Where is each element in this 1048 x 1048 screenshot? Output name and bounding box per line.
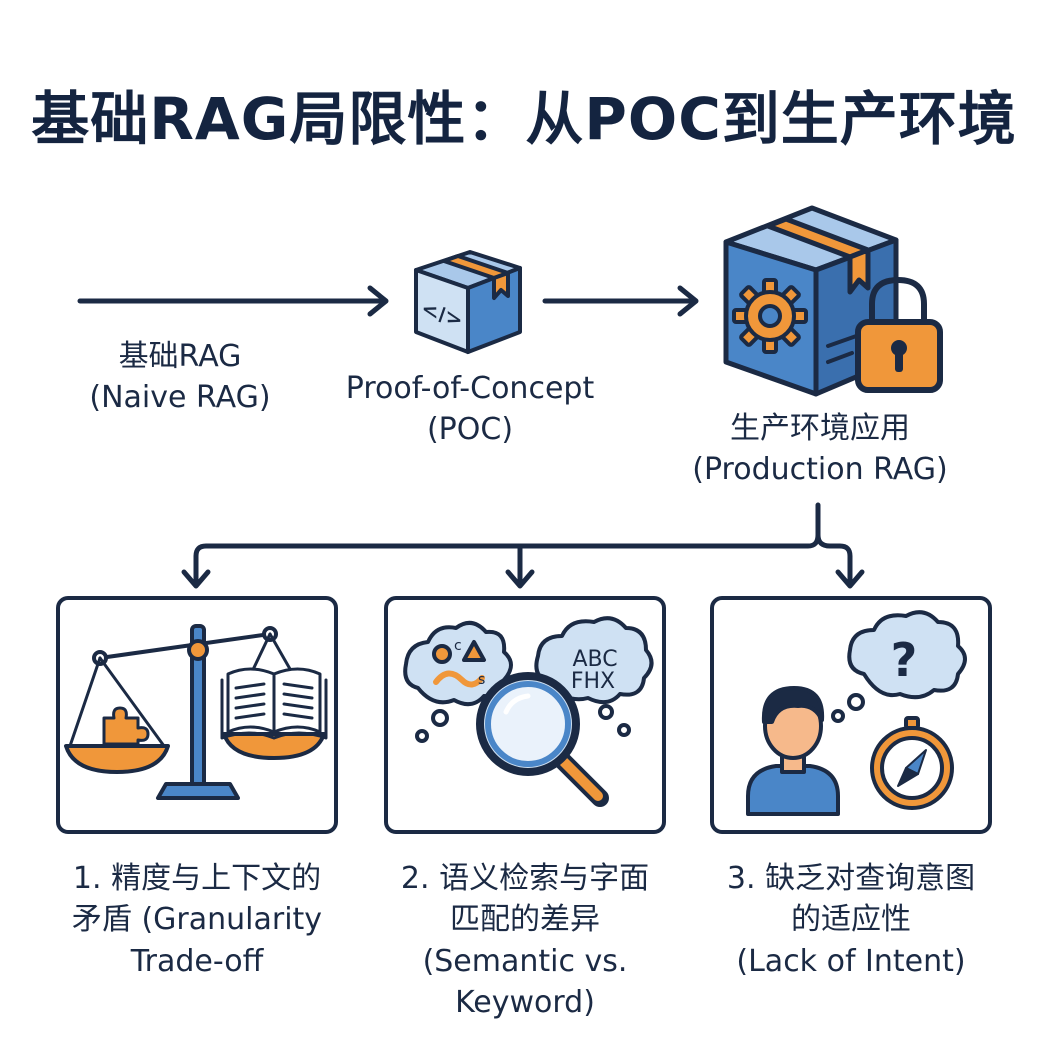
stage-poc-label: Proof-of-Concept (POC)	[320, 368, 620, 451]
production-box-icon	[723, 205, 943, 397]
panel-intent: ?	[710, 596, 992, 834]
caption-granularity: 1. 精度与上下文的 矛盾 (Granularity Trade-off	[71, 861, 323, 979]
arrow-head-left	[181, 569, 211, 589]
arrow-head-2	[677, 285, 699, 317]
gear-icon	[732, 278, 808, 354]
person-icon	[746, 686, 840, 816]
caption-semantic: 2. 语义检索与字面 匹配的差异 (Semantic vs. Keyword)	[400, 861, 650, 1021]
panel-granularity	[56, 596, 338, 834]
stage-poc-abbr: (POC)	[426, 412, 514, 448]
magnifying-glass-icon	[476, 672, 609, 807]
stage-naive-en: (Naive RAG)	[89, 380, 271, 416]
branch-down-3	[815, 532, 853, 587]
arrow-head-right	[835, 569, 865, 589]
poc-box-icon: </>	[414, 250, 522, 354]
thought-cloud-right	[534, 616, 654, 705]
padlock-icon	[855, 277, 943, 393]
question-mark: ?	[891, 633, 918, 687]
arrow-head-mid	[505, 569, 535, 589]
page-title: 基础RAG局限性：从POC到生产环境	[31, 85, 1017, 153]
stage-naive-label: 基础RAG (Naive RAG)	[60, 336, 300, 419]
balance-scale-icon	[64, 624, 328, 800]
panel-semantic: c s ABC FHX	[384, 596, 666, 834]
arrow-head-1	[367, 285, 389, 317]
compass-icon	[870, 716, 954, 810]
svg-text:s: s	[478, 672, 485, 688]
puzzle-piece-icon	[102, 706, 150, 746]
cloud-text-fhx: FHX	[571, 669, 615, 694]
stage-production-label: 生产环境应用 (Production RAG)	[670, 408, 970, 491]
stage-production-cn: 生产环境应用	[730, 411, 910, 446]
cloud-text-abc: ABC	[572, 647, 617, 672]
thought-cloud	[847, 610, 967, 700]
open-book-icon	[220, 667, 328, 740]
intent-icon: ?	[746, 610, 967, 816]
stage-naive-cn: 基础RAG	[118, 339, 242, 374]
caption-intent: 3. 缺乏对查询意图 的适应性 (Lack of Intent)	[726, 861, 976, 979]
stage-production-en: (Production RAG)	[692, 452, 948, 488]
stage-poc-en: Proof-of-Concept	[345, 371, 595, 406]
semantic-search-icon: c s ABC FHX	[403, 616, 654, 807]
thought-cloud-left	[403, 620, 513, 707]
svg-text:c: c	[454, 638, 462, 654]
